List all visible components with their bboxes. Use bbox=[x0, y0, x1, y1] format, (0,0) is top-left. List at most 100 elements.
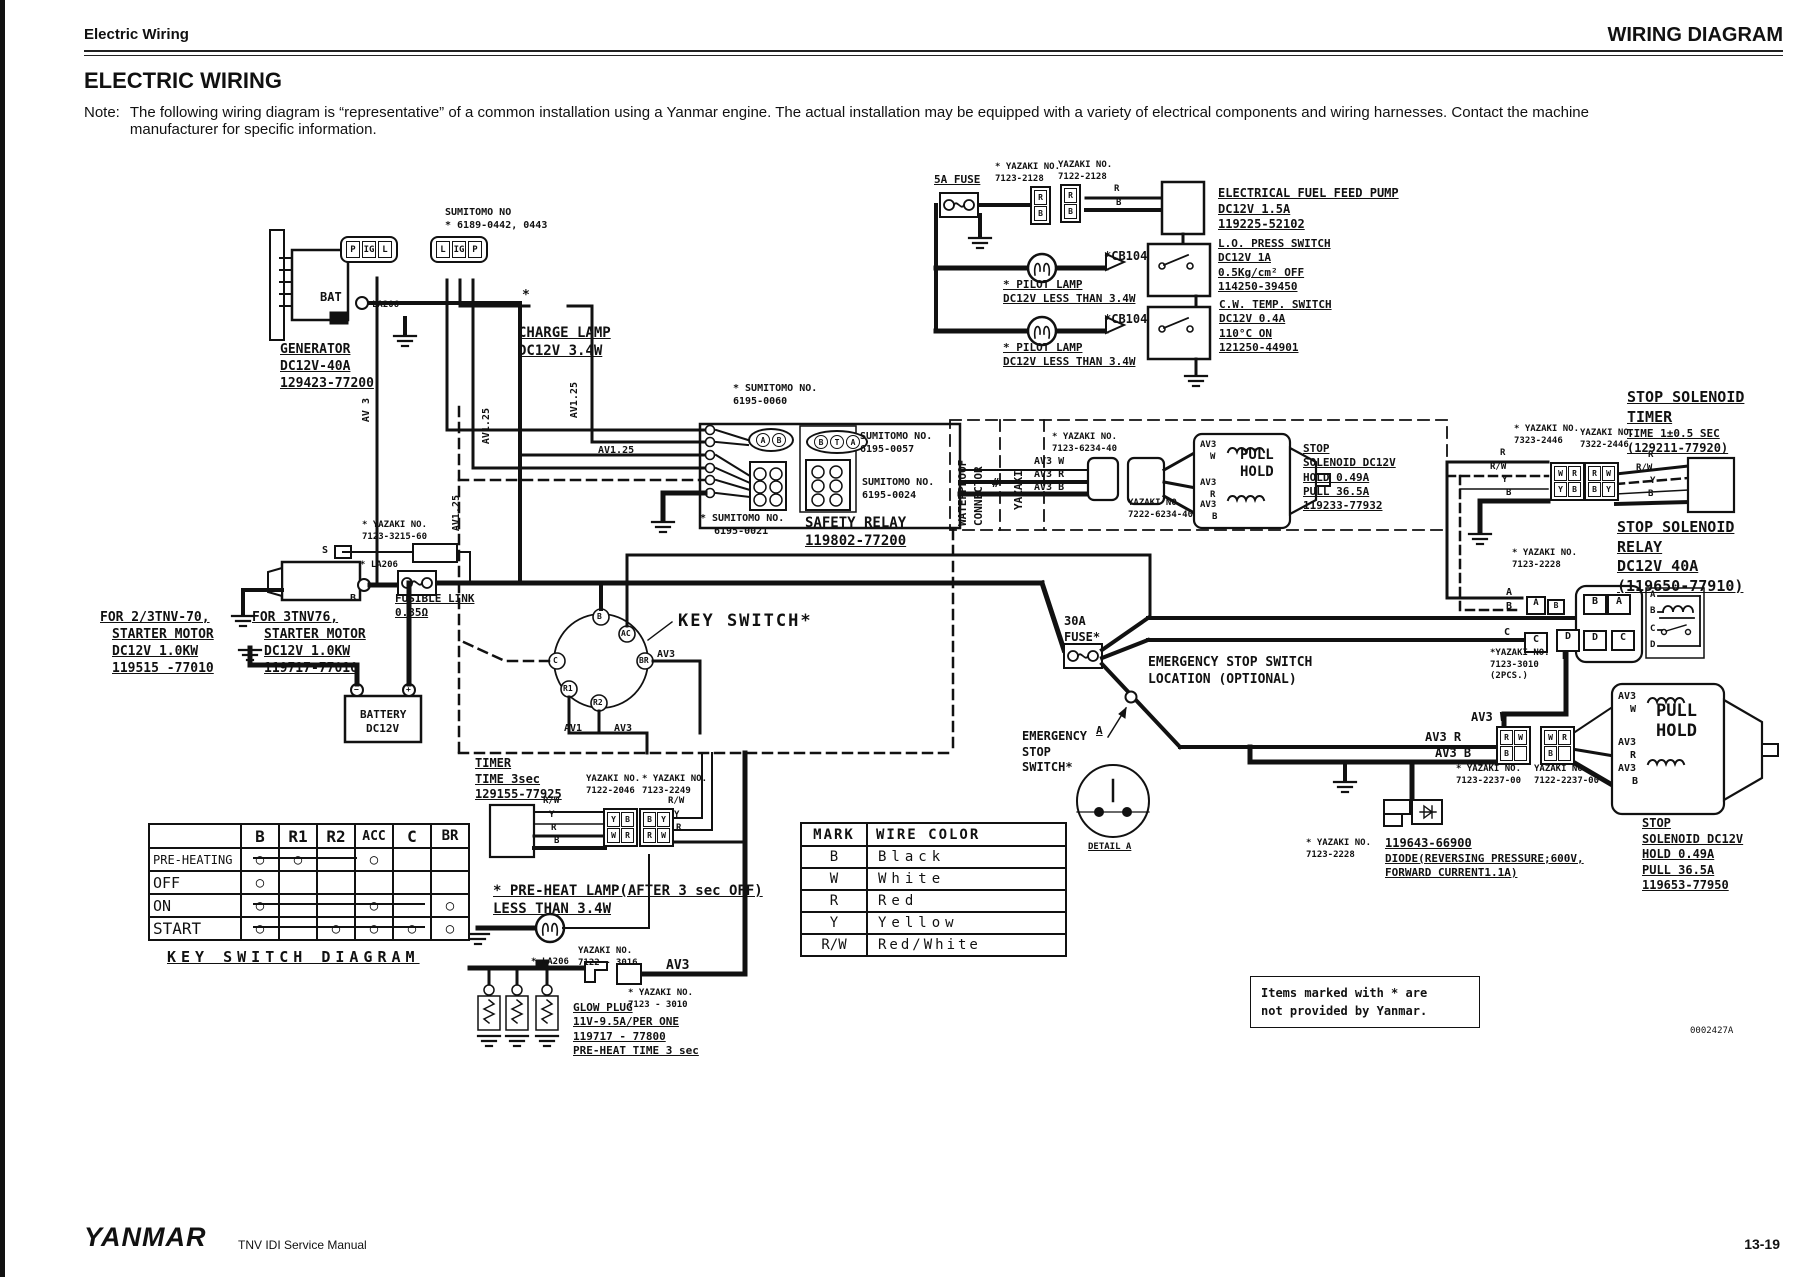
sumitomo-0024-label: SUMITOMO NO.6195-0024 bbox=[862, 477, 935, 501]
yazaki-7123-2249-label: * YAZAKI NO.7123-2249 bbox=[642, 774, 708, 796]
detail-a-label: DETAIL A bbox=[1088, 842, 1132, 852]
ks-header-b: B bbox=[240, 823, 280, 849]
pin-c-label: C bbox=[1504, 627, 1511, 638]
relay-schem-a: A bbox=[1650, 590, 1656, 600]
ks-row-preheating: PRE-HEATING ○ ○ ○ bbox=[148, 847, 470, 872]
detail-a-pointer-label: A bbox=[1096, 724, 1103, 737]
yazaki-7122-2128-connector: R B bbox=[1060, 184, 1081, 223]
key-switch-diagram-caption: KEY SWITCH DIAGRAM bbox=[167, 948, 420, 966]
wire-r-left: R bbox=[1500, 448, 1506, 458]
battery-minus: − bbox=[354, 685, 359, 694]
yazaki-7123-2228-label-1: * YAZAKI NO.7123-2228 bbox=[1512, 548, 1578, 570]
relay-cavity-d: D bbox=[1583, 630, 1607, 651]
ks-header-r1: R1 bbox=[278, 823, 318, 849]
yazaki-7122-2237-connector: W R B bbox=[1540, 726, 1575, 765]
wire-av125-label-1: AV1.25 bbox=[481, 408, 492, 445]
wire-av3-r2: AV3 bbox=[614, 723, 633, 734]
sumitomo-0060-connector: A B bbox=[748, 428, 794, 452]
keyswitch-pin-c: C bbox=[553, 656, 558, 665]
ks-connect-line-start bbox=[253, 926, 425, 928]
yazaki-7123-3215-label: * YAZAKI NO.7123-3215-60 bbox=[362, 520, 428, 542]
wire-av3w-label-1: AV3 W bbox=[1034, 456, 1065, 467]
page-edge-artifact bbox=[0, 0, 5, 1277]
keyswitch-pin-ac: AC bbox=[621, 629, 631, 638]
ks-connect-line-on bbox=[253, 903, 425, 905]
waterproof-connector-label: WATERPROOF bbox=[956, 459, 969, 526]
wc-row-redwhite: R/W Red/White bbox=[800, 933, 1067, 957]
solenoid1-pull: PULL bbox=[1240, 447, 1274, 463]
wire-b-left: B bbox=[1506, 488, 1512, 498]
header-left: Electric Wiring bbox=[84, 26, 189, 43]
yazaki-7123-2237-connector: R W B bbox=[1496, 726, 1531, 765]
wire-av3w-label-2: AV3 W bbox=[1471, 710, 1508, 724]
yazaki-vertical-label: YAZAKI bbox=[1012, 470, 1025, 510]
la206-label: LA206 bbox=[372, 300, 400, 310]
yazaki-7123-6234-label: * YAZAKI NO.7123-6234-40 bbox=[1052, 432, 1118, 454]
ks-header-br: BR bbox=[430, 823, 470, 849]
keyswitch-pin-r1: R1 bbox=[563, 684, 573, 693]
wire-y-left: Y bbox=[1502, 475, 1508, 485]
ks-row-off: OFF ○ bbox=[148, 870, 470, 895]
yazaki-7123-3010-2pcs-label: *YAZAKI NO.7123-3010(2PCS.) bbox=[1490, 648, 1550, 682]
sumitomo-6189-connector: L IG P bbox=[430, 236, 488, 263]
note-line1: The following wiring diagram is “represe… bbox=[129, 104, 1589, 121]
wire-av3r-label-1: AV3 R bbox=[1034, 469, 1065, 480]
wire-rw-left: R/W bbox=[1490, 462, 1507, 472]
wc-row-yellow: Y Yellow bbox=[800, 911, 1067, 935]
relay-conn-a: A bbox=[1526, 596, 1546, 615]
yanmar-logo: YANMAR bbox=[84, 1222, 207, 1252]
timer-wire-r: R bbox=[551, 823, 557, 833]
wire-color-table: MARK WIRE COLOR B Black W White R Red Y … bbox=[800, 822, 1067, 957]
cb104-label-1: *CB104 bbox=[1104, 249, 1148, 263]
starter-la206-label: * LA206 bbox=[360, 560, 398, 570]
ks-header-blank bbox=[148, 823, 242, 849]
key-switch-label: KEY SWITCH* bbox=[678, 611, 813, 631]
yazaki-7322-2446-connector: R W B Y bbox=[1584, 462, 1619, 501]
timer-wire-y-2: Y bbox=[674, 810, 680, 820]
note-line2: manufacturer for specific information. bbox=[129, 121, 377, 138]
starter-b-terminal: B bbox=[350, 593, 357, 604]
relay-conn-d: D bbox=[1556, 629, 1580, 652]
sumitomo-0060-label: * SUMITOMO NO.6195-0060 bbox=[733, 383, 818, 407]
yazaki-7123-2128-connector: R B bbox=[1030, 186, 1051, 225]
ks-header-c: C bbox=[392, 823, 432, 849]
preheat-lamp-label: * PRE-HEAT LAMP(AFTER 3 sec OFF)LESS THA… bbox=[493, 883, 763, 918]
wire-b-right: B bbox=[1648, 489, 1654, 499]
relay-cavity-a: A bbox=[1607, 594, 1631, 615]
timer-wire-b: B bbox=[554, 836, 560, 846]
relay-conn-b: B bbox=[1547, 599, 1565, 615]
ks-connect-line-preheat bbox=[253, 857, 357, 859]
bat-terminal-label: BAT bbox=[320, 290, 342, 304]
generator-connector: P IG L bbox=[340, 236, 398, 263]
yazaki-7322-2446-label: YAZAKI NO.7322-2446 bbox=[1580, 428, 1635, 450]
yazaki-7122-2128-label: YAZAKI NO.7122-2128 bbox=[1058, 160, 1113, 182]
header-right: WIRING DIAGRAM bbox=[1607, 24, 1783, 46]
junction-hash: # bbox=[992, 476, 1000, 490]
wire-av3r-label-2: AV3 R bbox=[1425, 730, 1462, 744]
wire-b-label-pump: B bbox=[1116, 198, 1122, 208]
wc-header-mark: MARK bbox=[800, 822, 868, 847]
yazaki-7123-2128-label: * YAZAKI NO.7123-2128 bbox=[995, 162, 1061, 184]
asterisk-note-line2: not provided by Yanmar. bbox=[1261, 1004, 1428, 1018]
wire-r-right: R bbox=[1648, 450, 1654, 460]
footer-manual-title: TNV IDI Service Manual bbox=[238, 1238, 367, 1252]
relay-conn-c: C bbox=[1524, 632, 1548, 653]
solenoid2-hold: HOLD bbox=[1656, 721, 1697, 741]
